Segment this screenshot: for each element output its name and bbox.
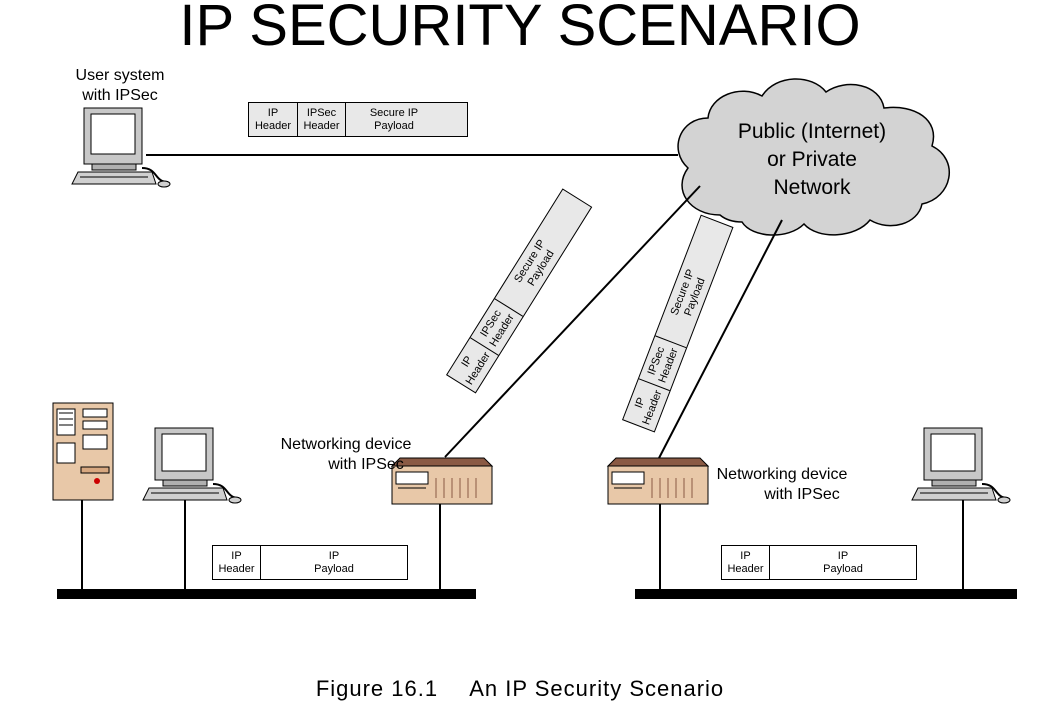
page-title: IP SECURITY SCENARIO: [179, 0, 861, 58]
network-cloud: [677, 78, 950, 236]
link-right-device-cloud: [657, 219, 783, 461]
net-device-left-label: Networking device with IPSec: [280, 436, 412, 473]
lan-right-workstation-icon: [911, 427, 1011, 504]
net-device-right-label: Networking device with IPSec: [716, 466, 848, 503]
network-device-right-icon: [606, 457, 710, 505]
figure-text: An IP Security Scenario: [469, 676, 725, 701]
lan-left-bar: [57, 589, 476, 599]
user-system-label: User system with IPSec: [75, 67, 165, 104]
figure-number: Figure 16.1: [315, 676, 439, 701]
lan-right-bar: [635, 589, 1017, 599]
network-device-left-icon: [390, 457, 494, 505]
user-system-workstation-icon: [71, 107, 171, 188]
cloud-label: Public (Internet) or Private Network: [737, 120, 887, 199]
lan-left-workstation-icon: [142, 427, 242, 504]
link-left-device-cloud: [444, 185, 701, 458]
figure-caption: Figure 16.1 An IP Security Scenario: [0, 676, 1040, 702]
server-tower-icon: [52, 402, 114, 501]
